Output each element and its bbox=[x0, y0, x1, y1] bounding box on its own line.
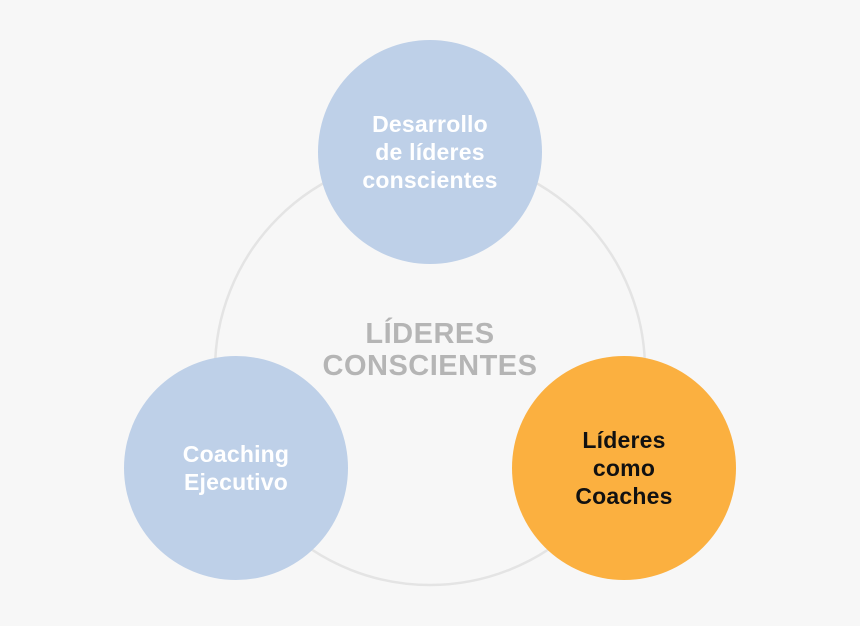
node-coaching-ejecutivo: Coaching Ejecutivo bbox=[124, 356, 348, 580]
node-label-desarrollo: Desarrollo de líderes conscientes bbox=[362, 111, 498, 193]
node-desarrollo-lideres: Desarrollo de líderes conscientes bbox=[318, 40, 542, 264]
node-label-coaching: Coaching Ejecutivo bbox=[182, 441, 290, 495]
node-label-lideres-coaches: Líderes como Coaches bbox=[575, 427, 673, 509]
center-title: LÍDERES CONSCIENTES bbox=[322, 318, 538, 382]
node-lideres-coaches: Líderes como Coaches bbox=[512, 356, 736, 580]
